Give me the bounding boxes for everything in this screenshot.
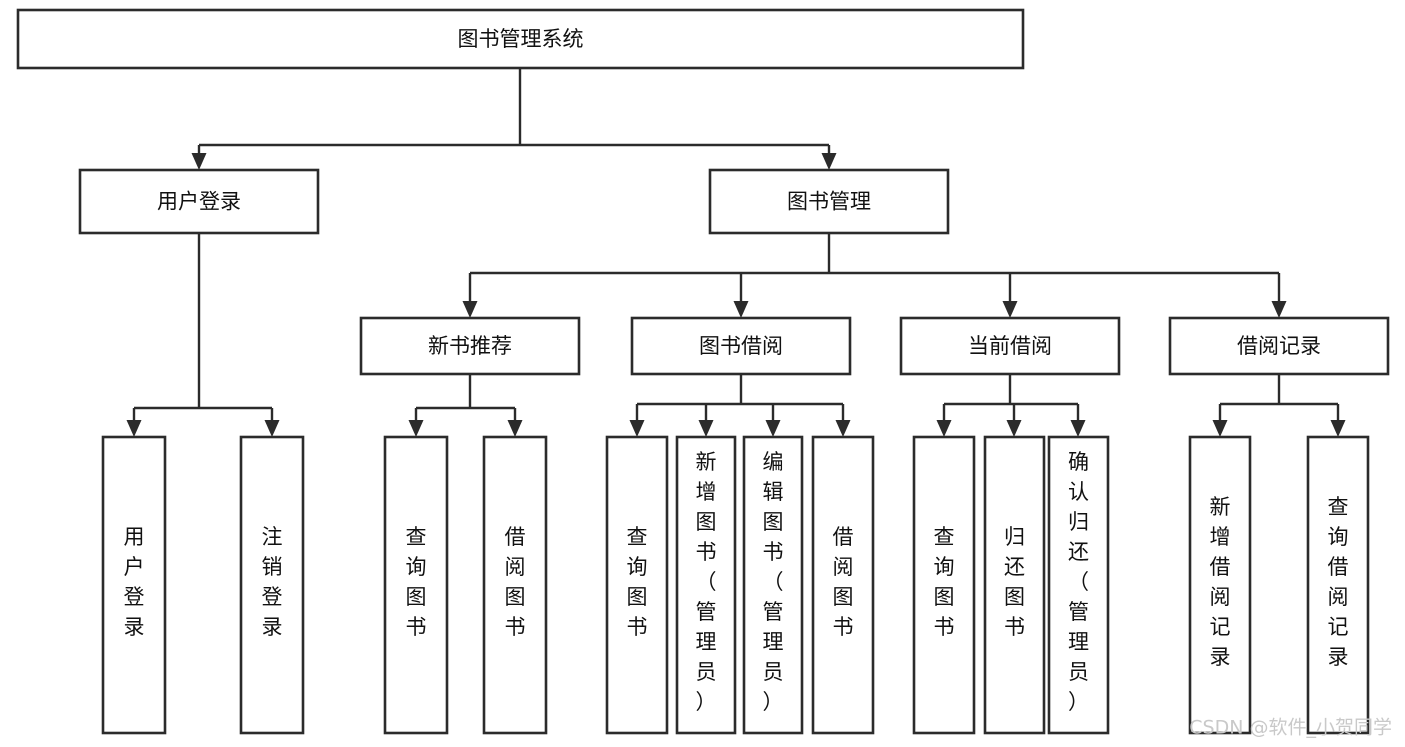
node-leaf-6-label: 编辑图书（管理员） xyxy=(763,450,784,714)
root-arrow-icon-1 xyxy=(821,153,837,170)
node-l3-1-label: 图书借阅 xyxy=(699,334,783,358)
node-l2-0-rect xyxy=(78,168,320,235)
books-arrow-icon-3 xyxy=(1271,301,1287,318)
login-arrow-icon-0 xyxy=(126,420,142,437)
node-leaf-6-rect xyxy=(742,435,804,735)
node-l3-2-label: 当前借阅 xyxy=(968,334,1052,358)
node-root-图书管理系统-label: 图书管理系统 xyxy=(458,27,584,51)
group-3-arrow-icon-0 xyxy=(1212,420,1228,437)
node-leaf-9-label: 归还图书 xyxy=(1004,525,1025,639)
node-leaf-8-label: 查询图书 xyxy=(934,525,955,639)
node-leaf-0-rect xyxy=(101,435,167,735)
node-leaf-5[interactable]: 新增图书（管理员） xyxy=(675,435,737,735)
node-leaf-0[interactable]: 用户登录 xyxy=(101,435,167,735)
group-1-arrow-icon-1 xyxy=(698,420,714,437)
node-leaf-10[interactable]: 确认归还（管理员） xyxy=(1047,435,1110,735)
group-2-arrow-icon-1 xyxy=(1006,420,1022,437)
node-leaf-4-label: 查询图书 xyxy=(627,525,648,639)
node-leaf-1-label: 注销登录 xyxy=(262,525,283,639)
node-l3-0-rect xyxy=(359,316,581,376)
node-leaf-1-rect xyxy=(239,435,305,735)
node-l3-0[interactable]: 新书推荐 xyxy=(359,316,581,376)
node-leaf-8-rect xyxy=(912,435,976,735)
books-arrow-icon-2 xyxy=(1002,301,1018,318)
node-leaf-4-rect xyxy=(605,435,669,735)
node-leaf-1[interactable]: 注销登录 xyxy=(239,435,305,735)
root-arrow-icon-0 xyxy=(191,153,207,170)
node-leaf-2[interactable]: 查询图书 xyxy=(383,435,449,735)
node-leaf-8[interactable]: 查询图书 xyxy=(912,435,976,735)
node-l3-2[interactable]: 当前借阅 xyxy=(899,316,1121,376)
node-leaf-10-rect xyxy=(1047,435,1110,735)
node-l2-0-label: 用户登录 xyxy=(157,190,241,214)
node-l3-1[interactable]: 图书借阅 xyxy=(630,316,852,376)
node-leaf-12-label: 查询借阅记录 xyxy=(1328,495,1349,669)
node-l3-3[interactable]: 借阅记录 xyxy=(1168,316,1390,376)
node-leaf-10-label: 确认归还（管理员） xyxy=(1068,450,1089,714)
node-l3-3-rect xyxy=(1168,316,1390,376)
node-l3-1-rect xyxy=(630,316,852,376)
group-1-arrow-icon-3 xyxy=(835,420,851,437)
node-leaf-7-rect xyxy=(811,435,875,735)
node-l2-0[interactable]: 用户登录 xyxy=(78,168,320,235)
node-leaf-9[interactable]: 归还图书 xyxy=(983,435,1046,735)
node-leaf-9-rect xyxy=(983,435,1046,735)
login-arrow-icon-1 xyxy=(264,420,280,437)
csdn-watermark: CSDN @软件_小贺同学 xyxy=(1189,717,1392,739)
node-leaf-3-label: 借阅图书 xyxy=(505,525,526,639)
node-leaf-11-rect xyxy=(1188,435,1252,735)
node-l3-3-label: 借阅记录 xyxy=(1237,334,1321,358)
node-leaf-7-label: 借阅图书 xyxy=(833,525,854,639)
node-leaf-5-label: 新增图书（管理员） xyxy=(696,450,717,714)
node-leaf-4[interactable]: 查询图书 xyxy=(605,435,669,735)
node-leaf-12-rect xyxy=(1306,435,1370,735)
node-layer: 图书管理系统用户登录图书管理新书推荐图书借阅当前借阅借阅记录用户登录注销登录查询… xyxy=(16,8,1390,735)
node-leaf-2-label: 查询图书 xyxy=(406,525,427,639)
node-leaf-2-rect xyxy=(383,435,449,735)
group-2-arrow-icon-2 xyxy=(1070,420,1086,437)
node-leaf-12[interactable]: 查询借阅记录 xyxy=(1306,435,1370,735)
group-0-arrow-icon-1 xyxy=(507,420,523,437)
group-0-arrow-icon-0 xyxy=(408,420,424,437)
connector-layer xyxy=(126,68,1346,437)
node-leaf-6[interactable]: 编辑图书（管理员） xyxy=(742,435,804,735)
node-leaf-11[interactable]: 新增借阅记录 xyxy=(1188,435,1252,735)
group-3-arrow-icon-1 xyxy=(1330,420,1346,437)
node-root-图书管理系统-rect xyxy=(16,8,1025,70)
node-l3-0-label: 新书推荐 xyxy=(428,334,512,358)
group-2-arrow-icon-0 xyxy=(936,420,952,437)
node-leaf-11-label: 新增借阅记录 xyxy=(1210,495,1231,669)
books-arrow-icon-0 xyxy=(462,301,478,318)
node-l2-1-label: 图书管理 xyxy=(787,190,871,214)
node-leaf-5-rect xyxy=(675,435,737,735)
node-l3-2-rect xyxy=(899,316,1121,376)
node-leaf-0-label: 用户登录 xyxy=(124,525,145,639)
node-root-图书管理系统[interactable]: 图书管理系统 xyxy=(16,8,1025,70)
group-1-arrow-icon-0 xyxy=(629,420,645,437)
group-1-arrow-icon-2 xyxy=(765,420,781,437)
books-arrow-icon-1 xyxy=(733,301,749,318)
node-leaf-3-rect xyxy=(482,435,548,735)
node-l2-1-rect xyxy=(708,168,950,235)
node-leaf-7[interactable]: 借阅图书 xyxy=(811,435,875,735)
node-l2-1[interactable]: 图书管理 xyxy=(708,168,950,235)
node-leaf-3[interactable]: 借阅图书 xyxy=(482,435,548,735)
